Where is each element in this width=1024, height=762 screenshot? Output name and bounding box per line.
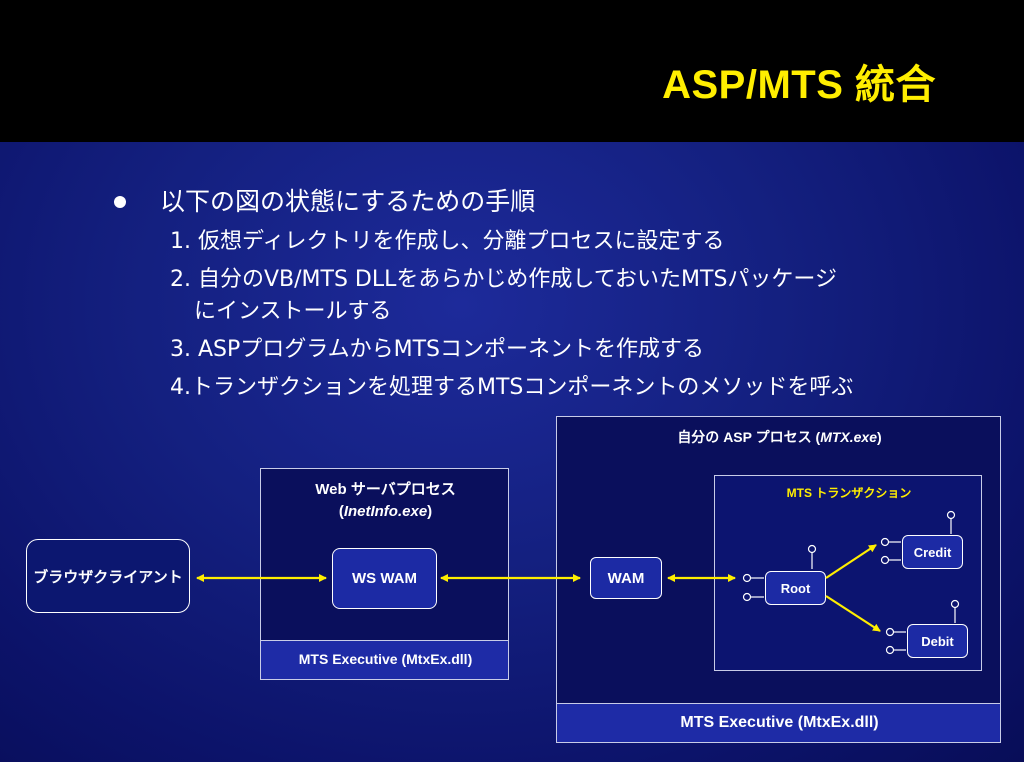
web-server-process-title: Web サーバプロセス (InetInfo.exe) [261, 479, 510, 523]
web-server-process-name: Web サーバプロセス [315, 481, 456, 498]
step-item: 3. ASPプログラムからMTSコンポーネントを作成する [170, 334, 950, 366]
root-component: Root [765, 571, 826, 605]
step-text: 1. 仮想ディレクトリを作成し、分離プロセスに設定する [170, 229, 725, 254]
asp-process-name: 自分の ASP プロセス ( [677, 429, 821, 445]
step-text: 3. ASPプログラムからMTSコンポーネントを作成する [170, 337, 704, 362]
web-mts-executive-label: MTS Executive (MtxEx.dll) [298, 651, 473, 667]
step-text-continued: にインストールする [194, 299, 392, 324]
bullet-section: 以下の図の状態にするための手順 [108, 180, 988, 224]
root-label: Root [780, 580, 811, 596]
asp-mts-executive-bar: MTS Executive (MtxEx.dll) [556, 703, 1001, 743]
step-item: 4.トランザクションを処理するMTSコンポーネントのメソッドを呼ぶ [170, 372, 950, 404]
bullet-dot-icon [114, 196, 126, 208]
debit-label: Debit [921, 633, 954, 649]
asp-process-title: 自分の ASP プロセス (MTX.exe) [557, 427, 1002, 447]
paren-close: ) [877, 429, 882, 445]
credit-in-lollipop-icon [880, 537, 890, 547]
step-item: 2. 自分のVB/MTS DLLをあらかじめ作成しておいたMTSパッケージ にイ… [170, 264, 950, 328]
step-item: 1. 仮想ディレクトリを作成し、分離プロセスに設定する [170, 226, 950, 258]
web-mts-executive-bar: MTS Executive (MtxEx.dll) [260, 640, 509, 680]
asp-mts-executive-label: MTS Executive (MtxEx.dll) [680, 714, 879, 731]
bullet-text: 以下の図の状態にするための手順 [160, 187, 536, 216]
ws-wam-label: WS WAM [352, 570, 417, 587]
root-in-lollipop-icon [742, 592, 752, 602]
paren-open: ( [338, 503, 344, 520]
debit-in-lollipop-icon [885, 645, 895, 655]
step-text: 4.トランザクションを処理するMTSコンポーネントのメソッドを呼ぶ [170, 375, 854, 400]
credit-component: Credit [902, 535, 963, 569]
credit-in-lollipop-icon [880, 555, 890, 565]
credit-label: Credit [913, 544, 952, 560]
asp-process-exe: MTX.exe [820, 429, 877, 445]
debit-component: Debit [907, 624, 968, 658]
debit-interface-lollipop-icon [950, 599, 960, 609]
header-bar [0, 0, 1024, 142]
paren-close: ) [427, 503, 433, 520]
wam-label: WAM [607, 569, 645, 587]
credit-interface-lollipop-icon [946, 510, 956, 520]
step-text: 2. 自分のVB/MTS DLLをあらかじめ作成しておいたMTSパッケージ [170, 267, 837, 292]
root-to-credit-arrow [825, 544, 877, 579]
step-list: 1. 仮想ディレクトリを作成し、分離プロセスに設定する 2. 自分のVB/MTS… [170, 226, 950, 410]
root-interface-lollipop-icon [807, 544, 817, 554]
ws-wam-component: WS WAM [332, 548, 437, 609]
bullet-item: 以下の図の状態にするための手順 [108, 180, 988, 224]
wam-component: WAM [590, 557, 662, 599]
root-to-debit-arrow [825, 595, 881, 632]
web-server-exe: InetInfo.exe [343, 503, 428, 520]
debit-in-lollipop-icon [885, 627, 895, 637]
root-in-lollipop-icon [742, 573, 752, 583]
web-server-exe-line: (InetInfo.exe) [261, 501, 510, 523]
browser-client-label: ブラウザクライアント [33, 567, 183, 586]
page-title: ASP/MTS 統合 [662, 63, 936, 107]
browser-client-node: ブラウザクライアント [26, 539, 190, 613]
mts-transaction-title: MTS トランザクション [786, 486, 912, 500]
mts-transaction-box: MTS トランザクション Root Credit Debit [714, 475, 982, 671]
